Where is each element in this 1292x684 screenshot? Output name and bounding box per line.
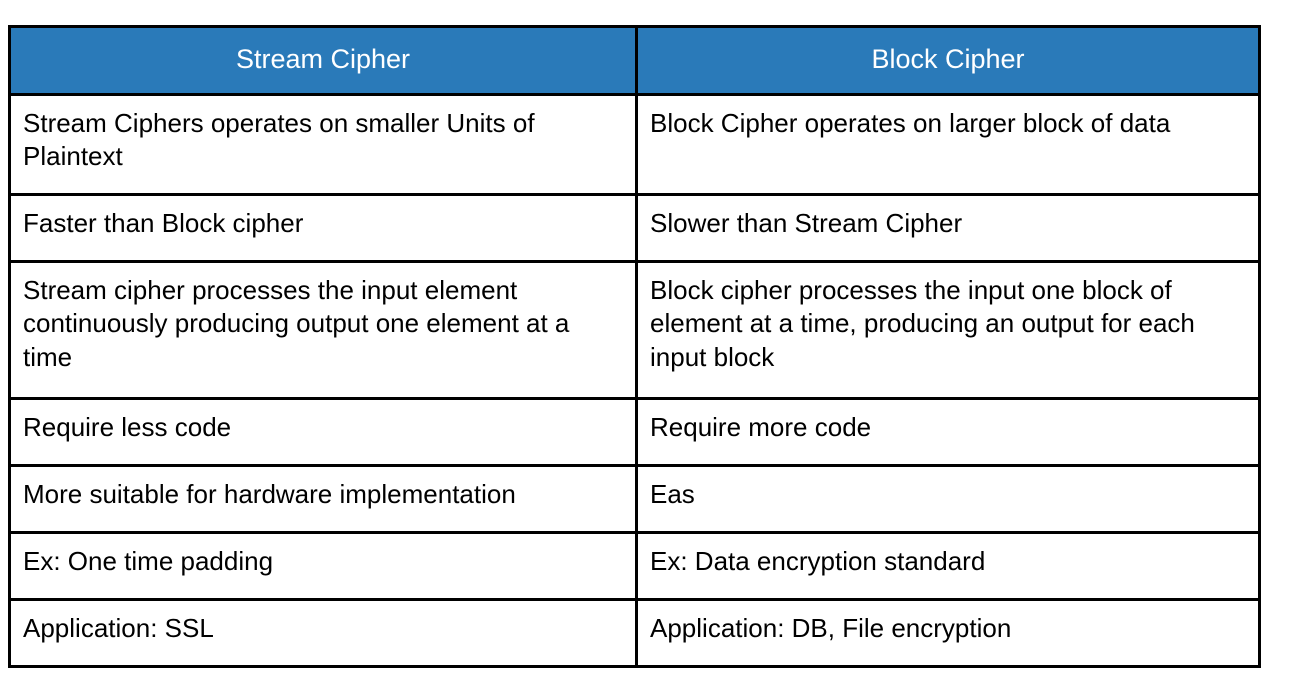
cell-block-2: Block cipher processes the input one blo… — [635, 260, 1261, 400]
cell-block-1: Slower than Stream Cipher — [635, 193, 1261, 263]
table-row: Faster than Block cipher Slower than Str… — [8, 193, 1261, 263]
cell-stream-3-text: Require less code — [23, 412, 232, 442]
cell-block-4: Eas — [635, 464, 1261, 534]
cell-block-4-text: Eas — [650, 479, 695, 509]
cell-stream-0: Stream Ciphers operates on smaller Units… — [8, 93, 638, 196]
cell-stream-6: Application: SSL — [8, 598, 638, 668]
cell-stream-1: Faster than Block cipher — [8, 193, 638, 263]
cell-stream-3: Require less code — [8, 397, 638, 467]
cell-stream-4: More suitable for hardware implementatio… — [8, 464, 638, 534]
table-header: Stream Cipher Block Cipher — [8, 25, 1261, 96]
cell-block-3-text: Require more code — [650, 412, 872, 442]
cell-block-1-text: Slower than Stream Cipher — [650, 208, 963, 238]
table-row: Application: SSL Application: DB, File e… — [8, 598, 1261, 668]
column-header-stream-cipher-label: Stream Cipher — [235, 44, 411, 74]
cell-block-5-text: Ex: Data encryption standard — [650, 546, 986, 576]
table-body: Stream Ciphers operates on smaller Units… — [8, 93, 1261, 668]
cell-stream-6-text: Application: SSL — [23, 613, 214, 643]
cell-stream-5-text: Ex: One time padding — [23, 546, 274, 576]
column-header-block-cipher-label: Block Cipher — [871, 44, 1025, 74]
table-header-row: Stream Cipher Block Cipher — [8, 25, 1261, 96]
cell-block-6: Application: DB, File encryption — [635, 598, 1261, 668]
table-row: Stream Ciphers operates on smaller Units… — [8, 93, 1261, 196]
cell-stream-0-text: Stream Ciphers operates on smaller Units… — [23, 108, 535, 172]
cell-stream-2-text: Stream cipher processes the input elemen… — [23, 275, 570, 372]
cell-block-3: Require more code — [635, 397, 1261, 467]
column-header-stream-cipher: Stream Cipher — [8, 25, 638, 96]
cell-block-0-text: Block Cipher operates on larger block of… — [650, 108, 1171, 138]
cell-stream-4-text: More suitable for hardware implementatio… — [23, 479, 516, 509]
table-row: Ex: One time padding Ex: Data encryption… — [8, 531, 1261, 601]
table-row: More suitable for hardware implementatio… — [8, 464, 1261, 534]
table-row: Require less code Require more code — [8, 397, 1261, 467]
cell-stream-1-text: Faster than Block cipher — [23, 208, 304, 238]
table-row: Stream cipher processes the input elemen… — [8, 260, 1261, 400]
column-header-block-cipher: Block Cipher — [635, 25, 1261, 96]
cell-block-0: Block Cipher operates on larger block of… — [635, 93, 1261, 196]
cell-block-2-text: Block cipher processes the input one blo… — [650, 275, 1195, 372]
cell-stream-5: Ex: One time padding — [8, 531, 638, 601]
stream-vs-block-cipher-table: Stream Cipher Block Cipher Stream Cipher… — [8, 25, 1261, 668]
cell-block-6-text: Application: DB, File encryption — [650, 613, 1012, 643]
comparison-table-container: Stream Cipher Block Cipher Stream Cipher… — [8, 25, 1261, 668]
cell-stream-2: Stream cipher processes the input elemen… — [8, 260, 638, 400]
cell-block-5: Ex: Data encryption standard — [635, 531, 1261, 601]
